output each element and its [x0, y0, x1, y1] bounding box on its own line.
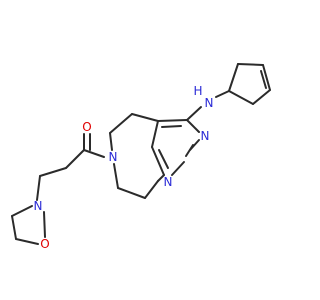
azepane-nitrogen-label: N	[109, 150, 118, 164]
bond	[11, 205, 33, 217]
bond	[15, 238, 39, 245]
isoxazolidine-nitrogen-label: N	[34, 199, 43, 213]
bond	[43, 211, 46, 238]
bond	[171, 161, 185, 176]
bond	[109, 113, 133, 134]
bond	[151, 146, 165, 176]
bond	[215, 90, 230, 98]
amine-hydrogen-label: H	[193, 84, 202, 98]
bond	[11, 215, 17, 240]
isoxazolidine-oxygen-label: O	[40, 237, 49, 251]
azepane-ring	[109, 113, 165, 199]
bond	[117, 187, 146, 199]
bond	[228, 63, 239, 92]
atom-labels: N H N N N O N O	[34, 84, 214, 251]
bond	[151, 120, 159, 148]
bond	[157, 119, 188, 122]
amine-nitrogen-label: N	[205, 96, 214, 110]
cyclopentene-ring	[228, 63, 271, 105]
pyrimidine-ring	[151, 119, 200, 176]
amine-linker	[186, 90, 230, 121]
propanoyl-chain	[36, 133, 105, 201]
bond	[157, 174, 165, 182]
isoxazolidine-ring	[11, 205, 46, 245]
bond	[39, 167, 67, 177]
double-bond-line	[158, 149, 169, 169]
bond	[228, 90, 254, 105]
pyrimidine-nitrogen-upper-label: N	[201, 129, 210, 143]
pyrimidine-nitrogen-lower-label: N	[164, 175, 173, 189]
double-bond-line	[161, 125, 182, 128]
molecule-structure: N H N N N O N O	[11, 63, 271, 251]
bond	[144, 180, 159, 199]
bond	[109, 132, 113, 151]
molecule-canvas: N H N N N O N O	[11, 63, 271, 251]
bond	[113, 163, 119, 189]
bond	[83, 149, 105, 158]
double-bond-line	[185, 144, 194, 157]
bond	[36, 175, 41, 201]
bond	[262, 64, 271, 91]
bond	[252, 89, 271, 105]
carbonyl-oxygen-label: O	[82, 120, 91, 134]
bond	[186, 119, 200, 133]
bond	[237, 63, 264, 66]
bond	[131, 113, 159, 122]
bond	[186, 106, 202, 121]
bond	[65, 149, 85, 169]
double-bond-line	[260, 70, 267, 89]
